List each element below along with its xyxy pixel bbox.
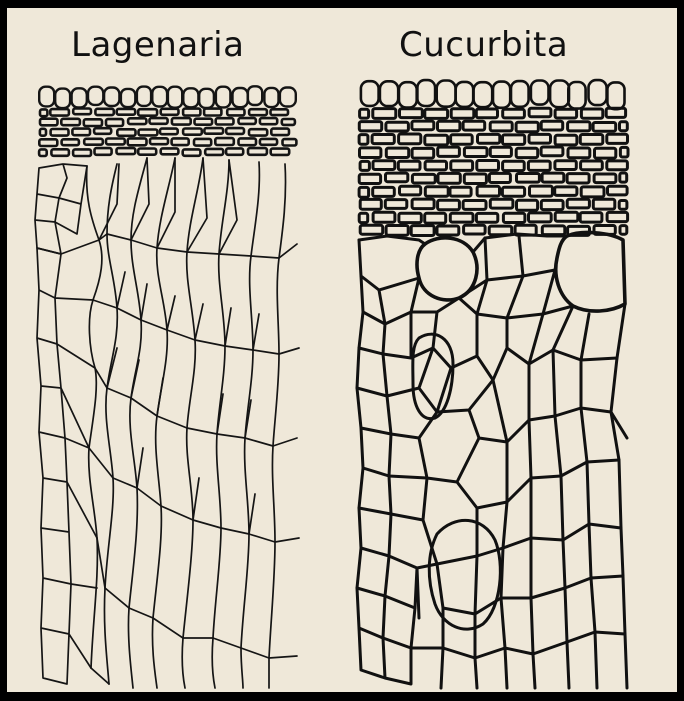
figure-paper: Lagenaria Cucurbita bbox=[7, 8, 677, 692]
lagenaria-tissue-drawing bbox=[35, 86, 299, 688]
tissue-drawings bbox=[7, 8, 677, 692]
cucurbita-tissue-drawing bbox=[357, 80, 628, 688]
